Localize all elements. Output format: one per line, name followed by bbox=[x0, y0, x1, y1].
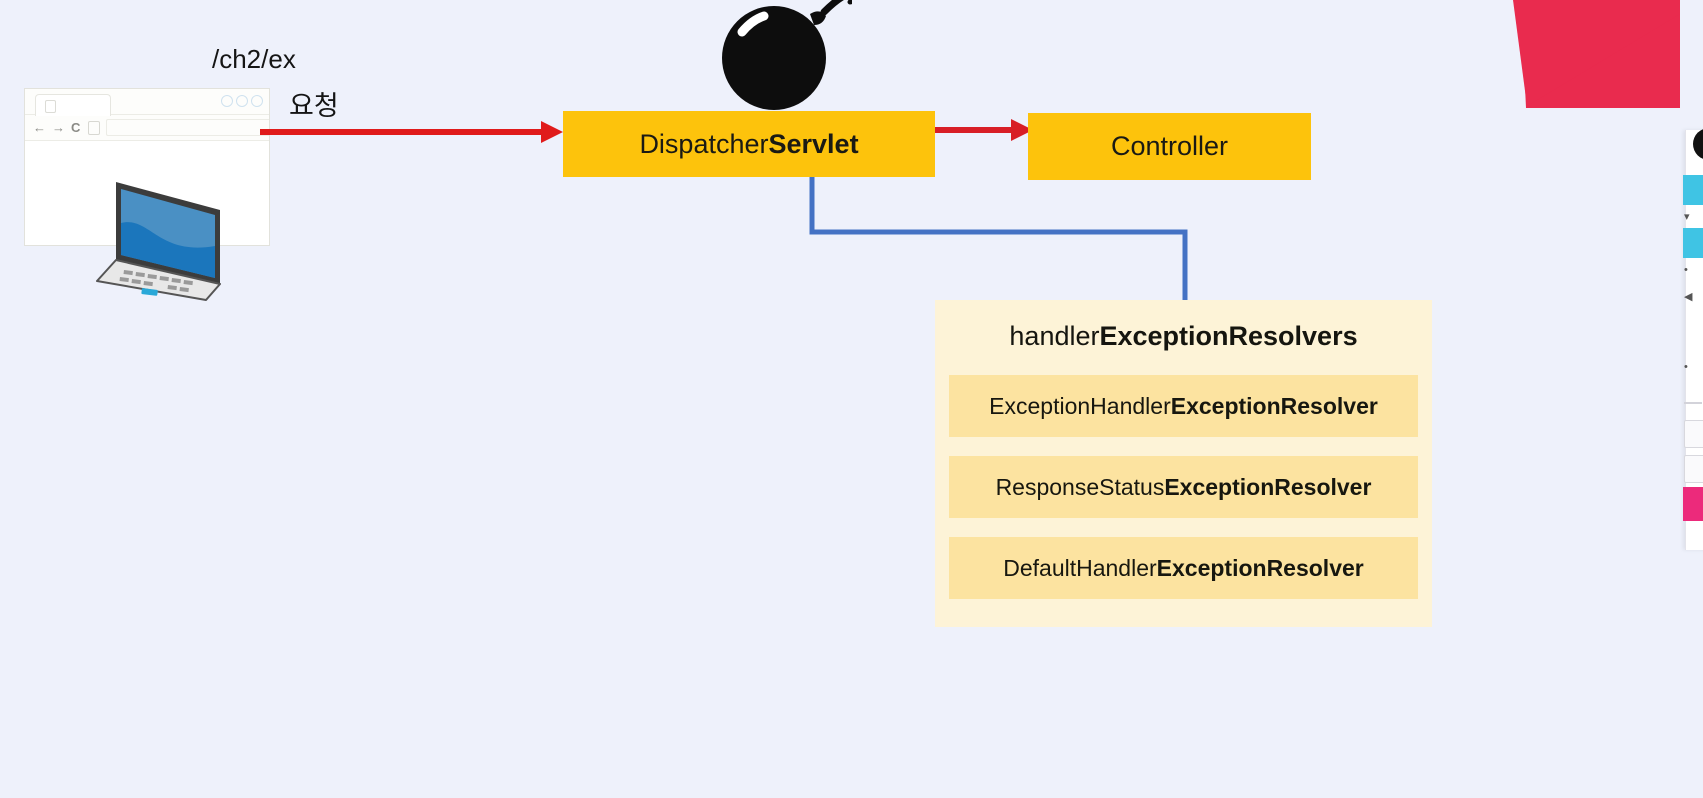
dot-icon: • bbox=[1684, 361, 1688, 373]
resolver-item-light: ResponseStatus bbox=[995, 473, 1165, 500]
browser-tab-bar bbox=[25, 89, 269, 116]
window-dot-close-icon bbox=[251, 95, 263, 107]
page-document-icon bbox=[88, 120, 101, 135]
resolver-item-bold: ExceptionResolver bbox=[1156, 554, 1364, 581]
dot-icon: • bbox=[1684, 264, 1688, 276]
edge-chip-badge-magenta[interactable] bbox=[1683, 487, 1703, 521]
right-edge-panel: ▾ • ◀ • bbox=[1680, 0, 1703, 798]
resolver-item-bold: ExceptionResolver bbox=[1164, 473, 1372, 500]
play-icon[interactable]: ◀ bbox=[1684, 291, 1693, 303]
dispatcher-label-bold: Servlet bbox=[768, 128, 859, 159]
edge-thumbnail[interactable] bbox=[1684, 455, 1703, 483]
back-arrow-icon: ← bbox=[33, 120, 46, 135]
window-control-dots bbox=[221, 95, 263, 107]
resolver-title-bold: ExceptionResolvers bbox=[1099, 320, 1358, 351]
chevron-down-icon[interactable]: ▾ bbox=[1684, 211, 1690, 223]
window-dot-minimize-icon bbox=[221, 95, 233, 107]
node-controller[interactable]: Controller bbox=[1028, 113, 1311, 180]
avatar bbox=[1693, 128, 1703, 160]
browser-tab bbox=[35, 94, 111, 116]
resolver-item-light: ExceptionHandler bbox=[989, 392, 1171, 419]
reload-icon: C bbox=[71, 120, 81, 135]
browser-tab-favicon-icon bbox=[45, 100, 56, 113]
resolver-title-light: handler bbox=[1009, 320, 1100, 351]
corner-triangle-decoration bbox=[1513, 0, 1703, 108]
divider bbox=[1684, 402, 1702, 404]
edge-thumbnail[interactable] bbox=[1684, 420, 1703, 448]
edge-chip-badge[interactable] bbox=[1683, 175, 1703, 205]
bomb-icon bbox=[712, 0, 861, 115]
address-bar bbox=[106, 119, 269, 136]
browser-window-illustration: ← → C bbox=[24, 88, 270, 246]
forward-arrow-icon: → bbox=[52, 120, 65, 135]
laptop-illustration bbox=[80, 178, 240, 303]
controller-arrow bbox=[930, 105, 1038, 155]
edge-chip-badge[interactable] bbox=[1683, 228, 1703, 258]
resolver-item-bold: ExceptionResolver bbox=[1170, 392, 1378, 419]
window-dot-maximize-icon bbox=[236, 95, 248, 107]
controller-label: Controller bbox=[1110, 131, 1229, 161]
dispatcher-label-light: Dispatcher bbox=[639, 128, 769, 159]
request-path-label: /ch2/ex bbox=[212, 44, 296, 74]
browser-toolbar: ← → C bbox=[25, 115, 269, 141]
resolver-item-light: DefaultHandler bbox=[1003, 554, 1157, 581]
request-word-label: 요청 bbox=[289, 91, 339, 121]
